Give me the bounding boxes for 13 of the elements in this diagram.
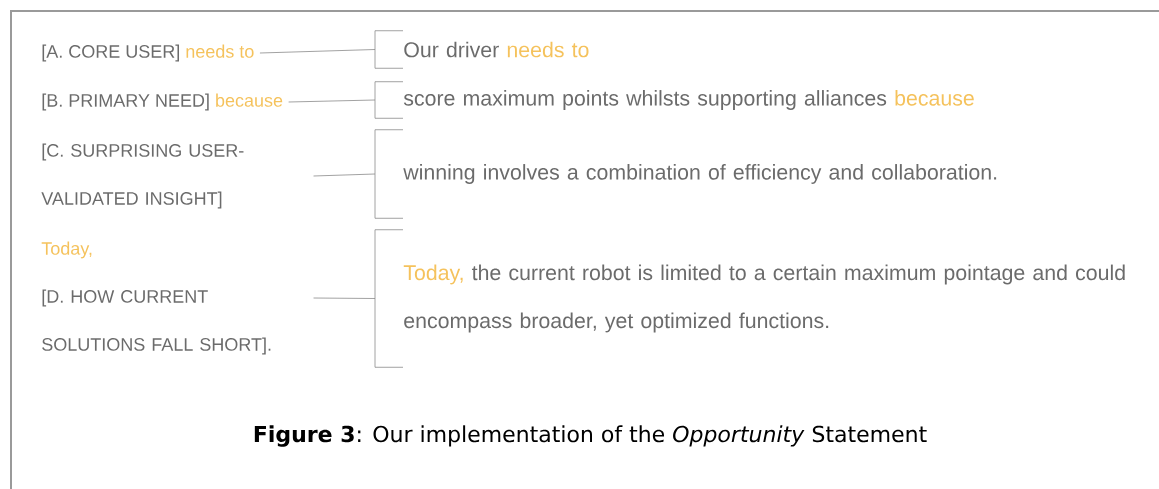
bracketed-text: Today, the current robot is limited to a certain maximum pointage and could encompass broader, yet optimized functions. <box>374 229 1125 368</box>
figure-caption: Figure 3: Our implementation of the Opportunity Statement <box>254 425 927 447</box>
bracketed-text: Our driver needs to <box>374 30 589 69</box>
connector-line <box>288 99 376 103</box>
connector-line <box>313 173 376 177</box>
label-text: [A. CORE USER] needs to <box>42 44 254 62</box>
label-text: Today, [D. HOW CURRENT SOLUTIONS FALL SHORT]. <box>41 241 271 355</box>
bracketed-text: score maximum points whilsts supporting alliances because <box>374 81 974 119</box>
label-text: [B. PRIMARY NEED] because <box>42 93 283 111</box>
connector-line <box>259 49 376 54</box>
label-text: [C. SURPRISING USER-VALIDATED INSIGHT] <box>41 143 244 209</box>
connector-line <box>313 297 376 299</box>
bracketed-text: winning involves a combination of efficiency and collaboration. <box>374 129 997 219</box>
